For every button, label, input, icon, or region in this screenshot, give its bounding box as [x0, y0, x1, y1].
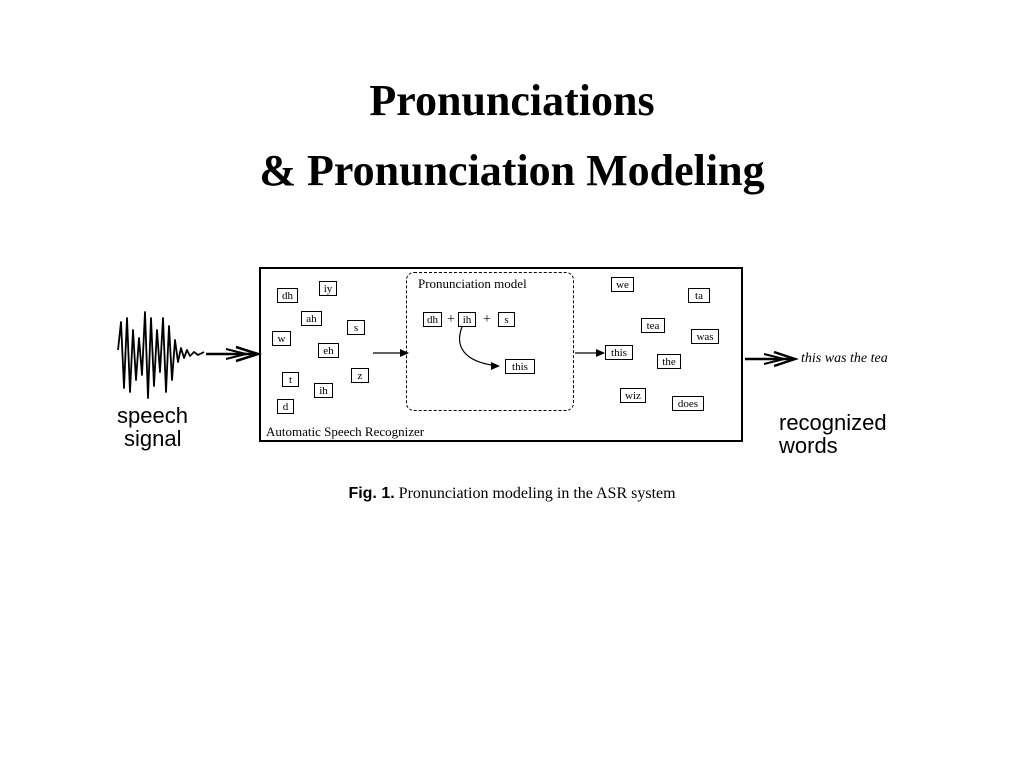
plus-sign: +: [483, 312, 491, 327]
pronunciation-model-box: [406, 272, 574, 411]
word-box: tea: [641, 318, 665, 333]
word-box: we: [611, 277, 634, 292]
phones-to-model-arrow: [373, 349, 409, 357]
output-arrow: [745, 350, 799, 368]
model-to-words-arrow: [575, 349, 605, 357]
phone-box: eh: [318, 343, 339, 358]
speech-label-line-1: speech: [117, 403, 188, 428]
model-phone-box: ih: [458, 312, 476, 327]
slide-title-line-1: Pronunciations: [369, 76, 655, 125]
figure-caption-text: Pronunciation modeling in the ASR system: [394, 485, 676, 502]
plus-sign: +: [447, 312, 455, 327]
recognized-label-line-2: words: [779, 433, 838, 458]
asr-label: Automatic Speech Recognizer: [266, 424, 425, 439]
model-phone-box: s: [498, 312, 515, 327]
phone-box: dh: [277, 288, 298, 303]
recognized-label-line-1: recognized: [779, 410, 887, 435]
model-phone-box: dh: [423, 312, 442, 327]
phone-box: iy: [319, 281, 337, 296]
phone-box: s: [347, 320, 365, 335]
phone-box: d: [277, 399, 294, 414]
word-box: was: [691, 329, 719, 344]
phone-box: ih: [314, 383, 333, 398]
word-box: does: [672, 396, 704, 411]
phone-box: ah: [301, 311, 322, 326]
figure-caption: Fig. 1. Pronunciation modeling in the AS…: [0, 485, 1024, 503]
output-sentence: this was the tea: [801, 351, 888, 366]
word-box: wiz: [620, 388, 646, 403]
word-box: the: [657, 354, 681, 369]
pronunciation-model-label: Pronunciation model: [418, 276, 527, 291]
phone-box: z: [351, 368, 369, 383]
phone-box: w: [272, 331, 291, 346]
phone-box: t: [282, 372, 299, 387]
figure-caption-prefix: Fig. 1.: [348, 485, 395, 502]
model-word-box: this: [505, 359, 535, 374]
word-box: ta: [688, 288, 710, 303]
model-derivation-arrow: [458, 326, 500, 370]
slide-title-line-2: & Pronunciation Modeling: [259, 146, 765, 195]
speech-label-line-2: signal: [124, 426, 182, 451]
word-box: this: [605, 345, 633, 360]
speech-waveform: [117, 311, 205, 399]
input-arrow: [206, 345, 263, 363]
asr-box: [259, 267, 743, 442]
